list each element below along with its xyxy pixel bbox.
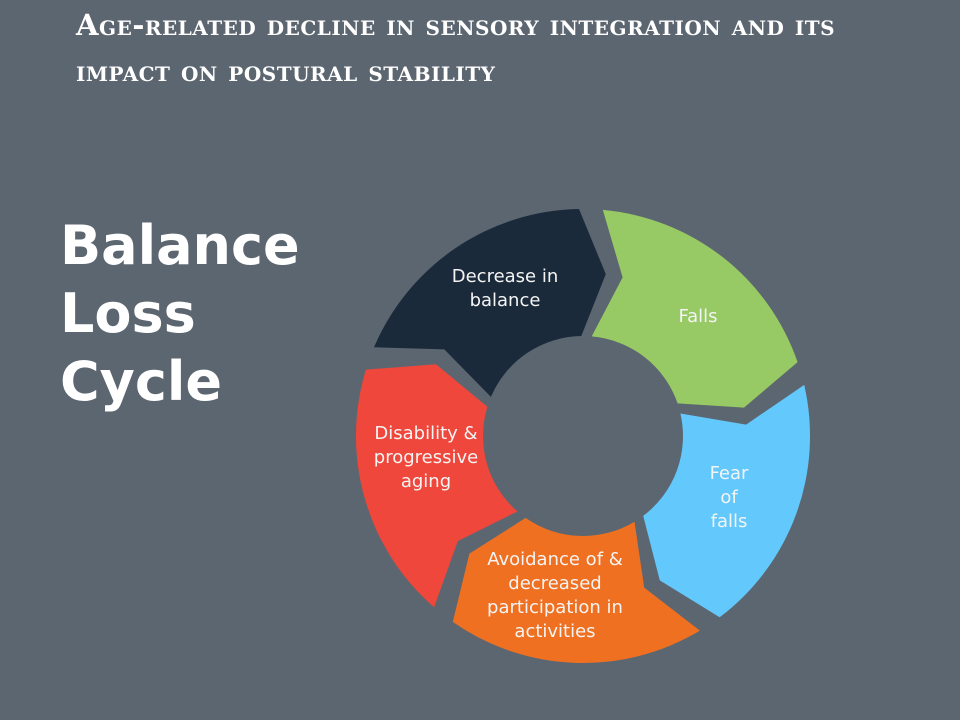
label-line: Avoidance of &	[487, 549, 623, 570]
cycle-segment	[374, 209, 606, 397]
cycle-segment-label: Fear of falls	[710, 462, 749, 534]
label-line: decreased	[508, 573, 602, 594]
diagram-heading: Balance Loss Cycle	[60, 212, 300, 416]
heading-line: Cycle	[60, 350, 222, 413]
label-line: participation in	[487, 597, 623, 618]
heading-line: Loss	[60, 282, 196, 345]
label-line: Decrease in	[451, 266, 559, 287]
cycle-segment-label: Falls	[678, 305, 717, 329]
label-line: activities	[514, 621, 596, 642]
cycle-segment-label: Decrease in balance	[452, 265, 559, 313]
heading-line: Balance	[60, 214, 300, 277]
slide-title: Age-related decline in sensory integrati…	[76, 8, 836, 88]
cycle-segment-label: Disability & progressive aging	[374, 422, 478, 494]
label-line: Falls	[678, 306, 718, 327]
cycle-segment	[591, 209, 798, 408]
cycle-segment	[643, 384, 811, 618]
label-line: balance	[469, 290, 541, 311]
label-line: of	[720, 487, 738, 508]
cycle-segment	[355, 364, 518, 608]
label-line: falls	[710, 511, 748, 532]
label-line: Disability &	[374, 423, 478, 444]
label-line: progressive	[373, 447, 479, 468]
label-line: aging	[400, 471, 452, 492]
label-line: Fear	[709, 463, 749, 484]
cycle-segment	[452, 517, 700, 663]
cycle-segment-label: Avoidance of & decreased participation in a…	[487, 548, 623, 644]
